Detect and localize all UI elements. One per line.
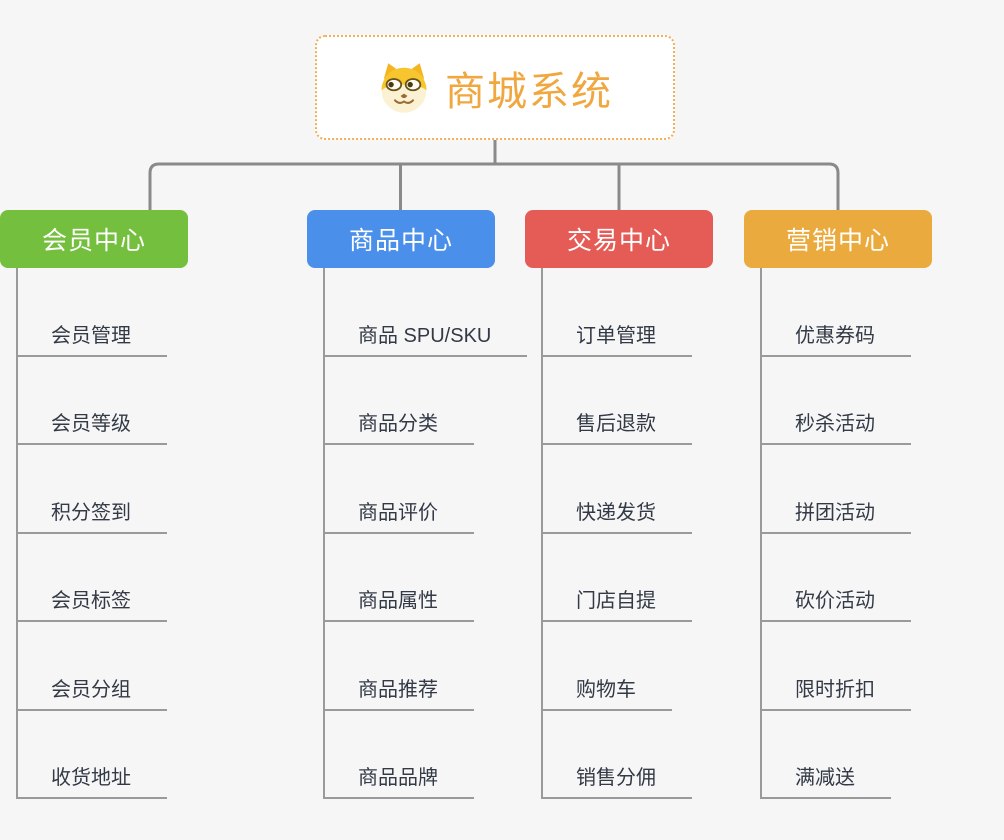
leaf-label: 会员分组 xyxy=(51,678,131,701)
root-title: 商城系统 xyxy=(445,69,613,114)
leaf-label: 售后退款 xyxy=(576,413,656,435)
leaf-item[interactable]: 拼团活动 xyxy=(762,445,911,534)
leaf-label: 快递发货 xyxy=(576,501,656,524)
leaf-item[interactable]: 售后退款 xyxy=(543,357,692,445)
leaf-label: 砍价活动 xyxy=(795,590,875,612)
branch-children: 订单管理 售后退款 快递发货 门店自提 购物车 销售分佣 xyxy=(541,268,713,799)
leaf-item[interactable]: 秒杀活动 xyxy=(762,357,911,445)
leaf-item[interactable]: 限时折扣 xyxy=(762,622,911,711)
leaf-item[interactable]: 会员标签 xyxy=(18,534,167,622)
leaf-item[interactable]: 商品评价 xyxy=(325,445,474,534)
branch-marketing-center: 营销中心 优惠券码 秒杀活动 拼团活动 砍价活动 限时折扣 满减送 xyxy=(744,210,932,799)
leaf-label: 订单管理 xyxy=(576,324,656,347)
leaf-label: 限时折扣 xyxy=(795,678,875,701)
leaf-item[interactable]: 商品属性 xyxy=(325,534,474,622)
branch-header[interactable]: 会员中心 xyxy=(0,210,188,268)
branch-product-center: 商品中心 商品 SPU/SKU 商品分类 商品评价 商品属性 商品推荐 商品品牌 xyxy=(307,210,528,799)
leaf-label: 收货地址 xyxy=(51,767,131,789)
leaf-label: 积分签到 xyxy=(51,501,131,524)
branch-header[interactable]: 营销中心 xyxy=(744,210,932,268)
leaf-label: 会员管理 xyxy=(51,324,131,347)
leaf-label: 会员等级 xyxy=(51,413,131,435)
leaf-item[interactable]: 商品分类 xyxy=(325,357,474,445)
leaf-item[interactable]: 砍价活动 xyxy=(762,534,911,622)
branch-member-center: 会员中心 会员管理 会员等级 积分签到 会员标签 会员分组 收货地址 xyxy=(0,210,188,799)
leaf-label: 商品分类 xyxy=(358,413,438,435)
branch-children: 优惠券码 秒杀活动 拼团活动 砍价活动 限时折扣 满减送 xyxy=(760,268,932,799)
leaf-item[interactable]: 会员管理 xyxy=(18,268,167,357)
leaf-label: 购物车 xyxy=(576,678,636,701)
leaf-item[interactable]: 会员分组 xyxy=(18,622,167,711)
leaf-label: 拼团活动 xyxy=(795,501,875,524)
branch-children: 商品 SPU/SKU 商品分类 商品评价 商品属性 商品推荐 商品品牌 xyxy=(323,268,528,799)
leaf-label: 秒杀活动 xyxy=(795,413,875,435)
branch-children: 会员管理 会员等级 积分签到 会员标签 会员分组 收货地址 xyxy=(16,268,188,799)
leaf-item[interactable]: 积分签到 xyxy=(18,445,167,534)
leaf-item[interactable]: 满减送 xyxy=(762,711,891,799)
leaf-item[interactable]: 会员等级 xyxy=(18,357,167,445)
leaf-label: 商品属性 xyxy=(358,590,438,612)
leaf-label: 满减送 xyxy=(795,767,855,789)
leaf-item[interactable]: 购物车 xyxy=(543,622,672,711)
leaf-label: 会员标签 xyxy=(51,590,131,612)
leaf-item[interactable]: 订单管理 xyxy=(543,268,692,357)
leaf-item[interactable]: 门店自提 xyxy=(543,534,692,622)
branch-header[interactable]: 商品中心 xyxy=(307,210,495,268)
leaf-item[interactable]: 销售分佣 xyxy=(543,711,692,799)
leaf-label: 销售分佣 xyxy=(576,767,656,789)
leaf-item[interactable]: 收货地址 xyxy=(18,711,167,799)
leaf-label: 商品 SPU/SKU xyxy=(358,324,492,347)
leaf-label: 商品品牌 xyxy=(358,767,438,789)
leaf-label: 门店自提 xyxy=(576,590,656,612)
branch-header[interactable]: 交易中心 xyxy=(525,210,713,268)
leaf-label: 商品评价 xyxy=(358,501,438,524)
leaf-item[interactable]: 快递发货 xyxy=(543,445,692,534)
branch-trade-center: 交易中心 订单管理 售后退款 快递发货 门店自提 购物车 销售分佣 xyxy=(525,210,713,799)
dog-face-icon xyxy=(381,62,427,113)
leaf-item[interactable]: 商品推荐 xyxy=(325,622,474,711)
leaf-item[interactable]: 商品品牌 xyxy=(325,711,474,799)
leaf-item[interactable]: 优惠券码 xyxy=(762,268,911,357)
root-node[interactable]: 商城系统 xyxy=(315,35,675,140)
leaf-item[interactable]: 商品 SPU/SKU xyxy=(325,268,528,357)
leaf-label: 商品推荐 xyxy=(358,678,438,701)
leaf-label: 优惠券码 xyxy=(795,324,875,347)
